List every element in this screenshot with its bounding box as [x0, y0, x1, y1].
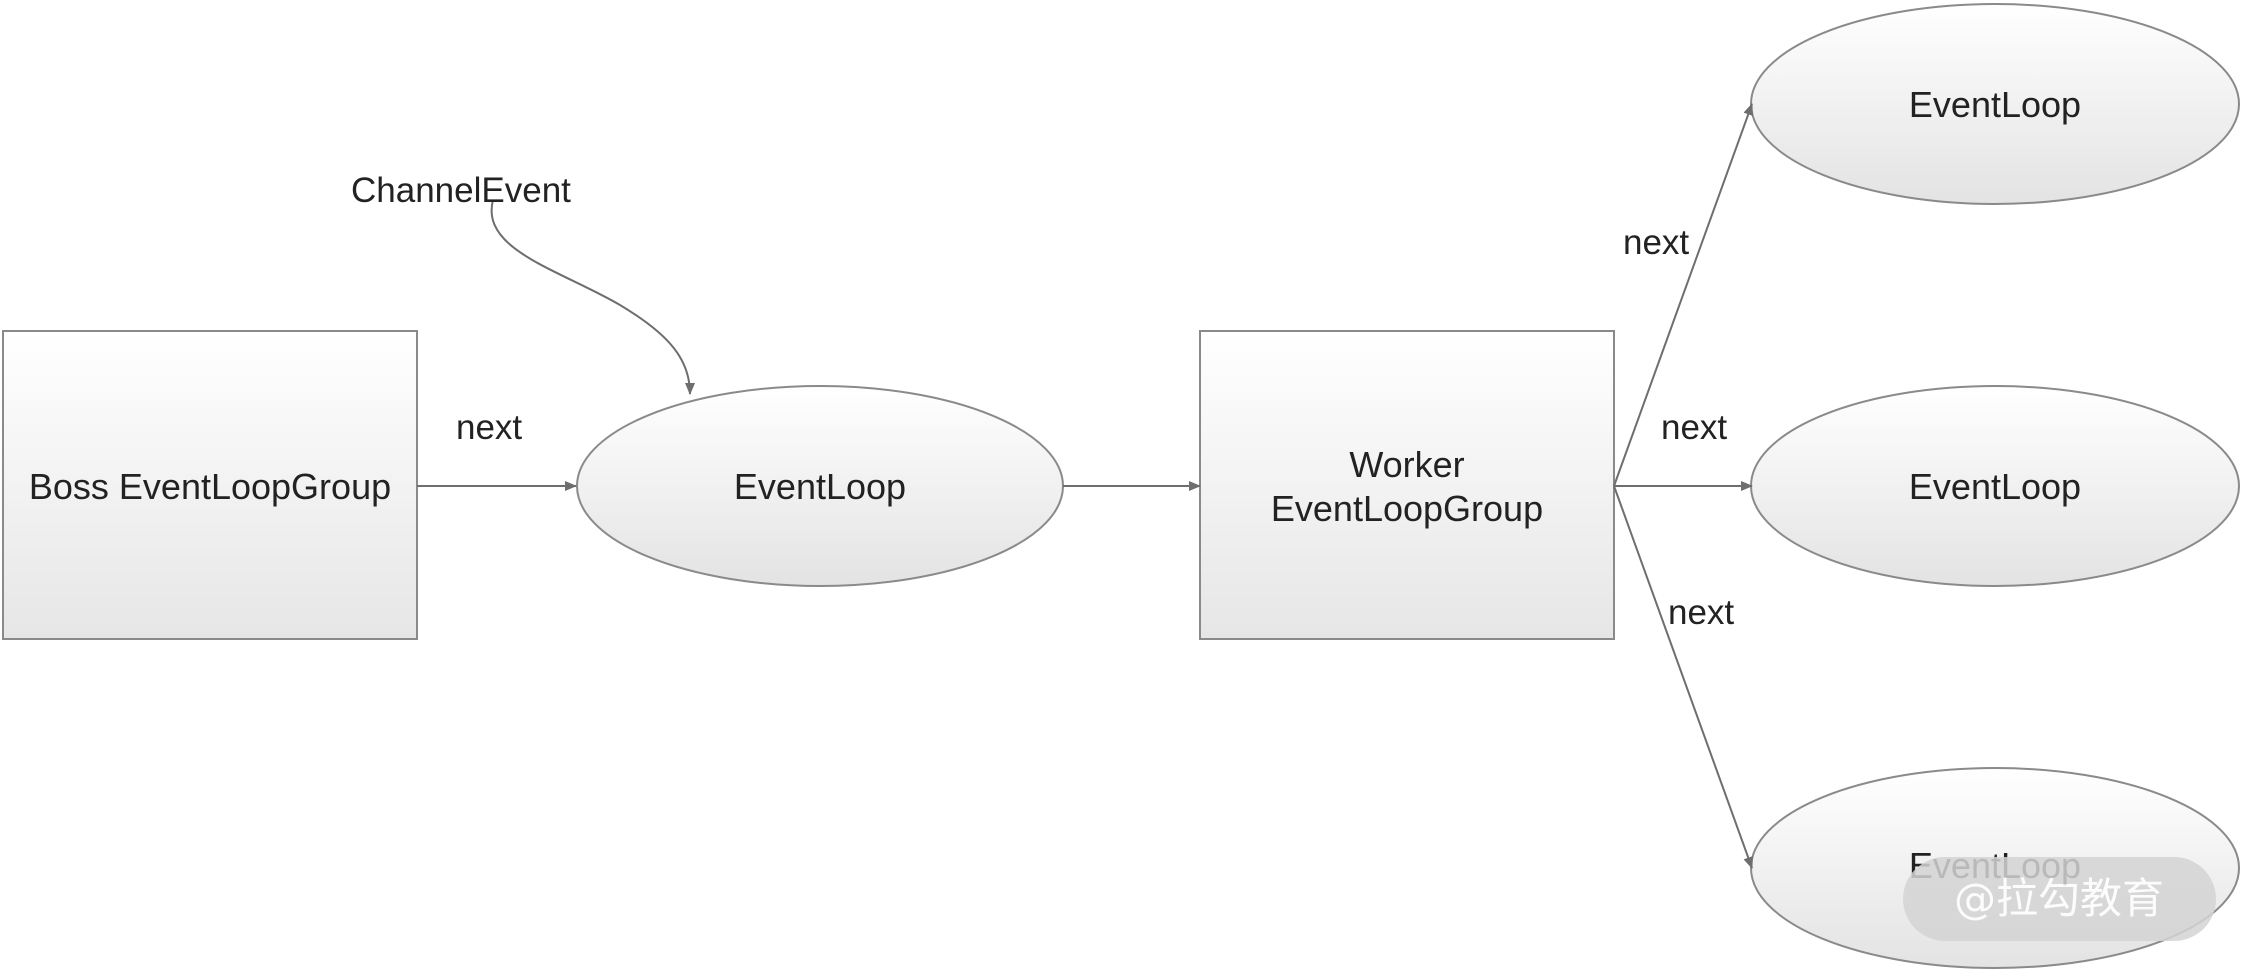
worker-event-loop-top-label: EventLoop: [1909, 84, 2081, 125]
boss-event-loop-group-node: Boss EventLoopGroup: [2, 330, 418, 640]
worker-event-loop-group-node: Worker EventLoopGroup: [1199, 330, 1615, 640]
watermark: @拉勾教育: [1903, 857, 2216, 941]
edge-worker-group-to-bottom-loop: [1613, 485, 1753, 869]
worker-group-label-line1: Worker: [1349, 444, 1464, 485]
boss-event-loop-label: EventLoop: [734, 466, 906, 507]
worker-next-bottom-label: next: [1668, 593, 1734, 632]
watermark-text: @拉勾教育: [1954, 874, 2164, 923]
worker-event-loop-top-node: EventLoop: [1750, 3, 2240, 205]
boss-event-loop-group-label: Boss EventLoopGroup: [29, 466, 391, 507]
worker-next-top-label: next: [1623, 223, 1689, 262]
edge-channel-event-to-event-loop: [490, 199, 695, 395]
boss-next-label: next: [456, 408, 522, 447]
worker-event-loop-middle-label: EventLoop: [1909, 466, 2081, 507]
channel-event-label: ChannelEvent: [351, 171, 571, 210]
edge-worker-group-to-top-loop: [1613, 103, 1753, 487]
boss-event-loop-node: EventLoop: [576, 385, 1064, 587]
worker-group-label-line2: EventLoopGroup: [1271, 488, 1543, 529]
worker-next-middle-label: next: [1661, 408, 1727, 447]
worker-event-loop-middle-node: EventLoop: [1750, 385, 2240, 587]
